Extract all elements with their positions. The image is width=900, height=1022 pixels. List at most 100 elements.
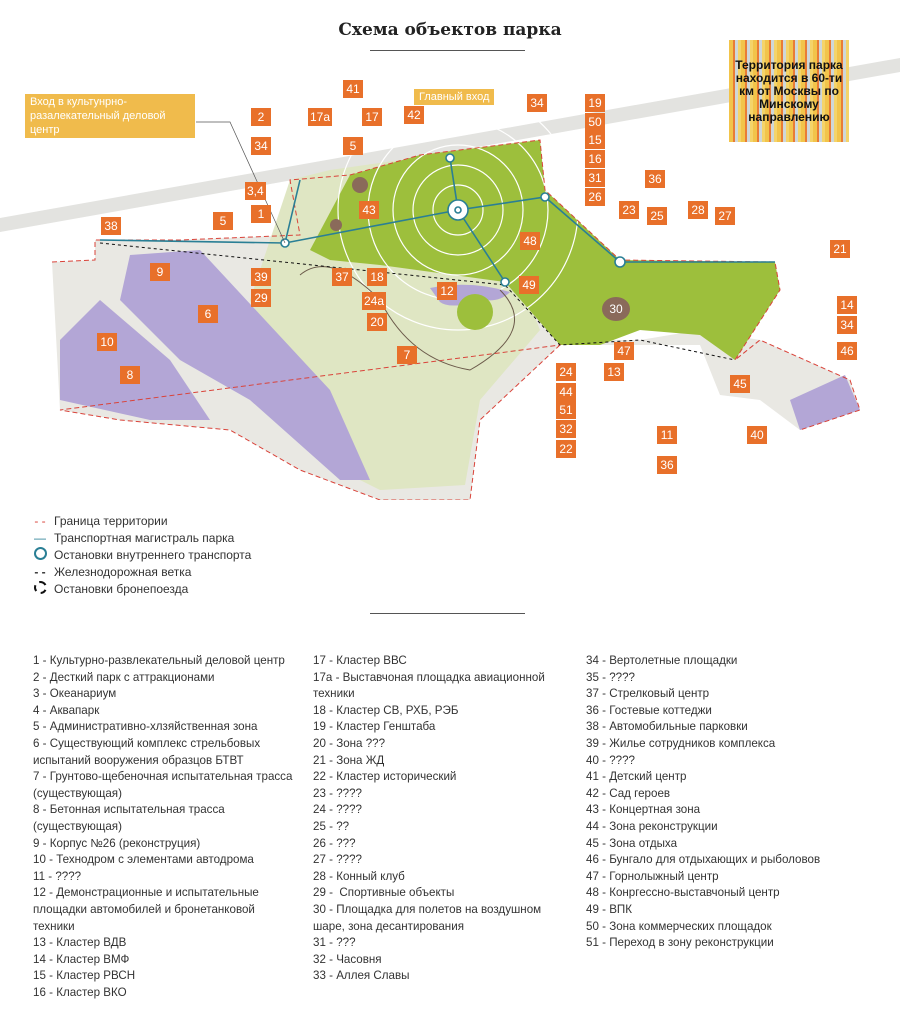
map-label: 32 (556, 420, 576, 438)
map-label: 1 (251, 205, 271, 223)
list-item: 39 - Жилье сотрудников комплекса (586, 736, 776, 750)
territory-boundary (51, 139, 861, 500)
list-item: 41 - Детский центр (586, 770, 687, 784)
list-item: 1 - Культурно-развлекательный деловой це… (33, 654, 285, 667)
map-label: 5 (343, 137, 363, 155)
blue-line-icon: — (34, 530, 46, 545)
map-label: 22 (556, 440, 576, 458)
map-legend: - -Граница территории —Транспортная маги… (32, 512, 251, 597)
map-label: 28 (688, 201, 708, 219)
list-item: 7 - Грунтово-щебеночная испытательная тр… (33, 770, 293, 800)
list-item: 25 - ?? (313, 819, 350, 833)
list-item: 44 - Зона реконструкции (586, 819, 718, 833)
list-item: 9 - Корпус №26 (реконструция) (33, 836, 201, 850)
legend-item: - -Железнодорожная ветка (32, 563, 251, 580)
map-label: 6 (198, 305, 218, 323)
callout-cultural (196, 121, 286, 244)
map-label: 17а (308, 108, 333, 126)
map-label: 48 (520, 232, 540, 250)
list-item: 36 - Гостевые коттеджи (586, 703, 712, 717)
stop-circle-icon (32, 546, 48, 563)
list-item: 15 - Кластер РВСН (33, 969, 136, 983)
map-label: 15 (585, 131, 605, 149)
list-item: 31 - ??? (313, 936, 356, 950)
objects-list-column-1: 1 - Культурно-развлекательный деловой це… (33, 653, 292, 1001)
list-item: 5 - Административно-хлзяйственная зона (33, 720, 258, 734)
map-label: 16 (585, 150, 605, 168)
page-title: Схема объектов парка (338, 20, 562, 40)
map-label: 31 (585, 169, 605, 187)
map-label: 8 (120, 366, 140, 384)
transport-line (99, 157, 775, 283)
map-label: 46 (837, 342, 857, 360)
list-item: 32 - Часовня (313, 952, 382, 966)
map-label: 50 (585, 113, 605, 131)
map-label: 45 (730, 375, 750, 393)
list-item: 30 - Площадка для полетов на воздушном ш… (313, 902, 542, 933)
list-item: 23 - ???? (313, 786, 362, 800)
map-label: 18 (367, 268, 387, 286)
map-label: 5 (213, 212, 233, 230)
map-label: 11 (657, 426, 677, 444)
list-item: 20 - Зона ??? (313, 736, 386, 750)
map-label: 24 (556, 363, 576, 381)
dashed-red-line-icon: - - (34, 513, 46, 528)
green-circle (457, 294, 493, 330)
map-label: 34 (837, 316, 857, 334)
list-item: 16 - Кластер ВКО (33, 985, 127, 999)
landmark-2 (352, 177, 368, 193)
list-item: 37 - Стрелковый центр (586, 687, 710, 701)
list-item: 4 - Аквапарк (33, 703, 100, 717)
list-item: 29 - Спортивные объекты (313, 886, 455, 900)
list-divider (370, 613, 525, 614)
list-item: 8 - Бетонная испытательная трасса (сущес… (33, 803, 225, 833)
title-divider (370, 50, 525, 51)
list-item: 51 - Переход в зону реконструкции (586, 936, 774, 950)
list-item: 12 - Демонстрационные и испытательные пл… (33, 886, 259, 933)
landmark-1 (330, 219, 342, 231)
map-label: 13 (604, 363, 624, 381)
list-item: 49 - ВПК (586, 902, 633, 916)
list-item: 24 - ???? (313, 803, 362, 817)
list-item: 22 - Кластер исторический (313, 770, 457, 784)
list-item: 38 - Автомобильные парковки (586, 720, 748, 734)
legend-item: Остановки бронепоезда (32, 580, 251, 597)
map-label: 47 (614, 342, 634, 360)
list-item: 42 - Сад героев (586, 786, 671, 800)
list-item: 11 - ???? (33, 869, 82, 883)
map-label: 2 (251, 108, 271, 126)
map-label: 27 (715, 207, 735, 225)
map-label: 14 (837, 296, 857, 314)
list-item: 3 - Океанариум (33, 687, 117, 701)
map-label: 29 (251, 289, 271, 307)
list-item: 13 - Кластер ВДВ (33, 936, 127, 950)
map-label: 17 (362, 108, 382, 126)
legend-item: —Транспортная магистраль парка (34, 530, 235, 545)
map-label: 44 (556, 383, 576, 401)
map-label: 24а (362, 292, 387, 310)
list-item: 17 - Кластер ВВС (313, 654, 407, 667)
list-item: 50 - Зона коммерческих площадок (586, 919, 772, 933)
map-label: 9 (150, 263, 170, 281)
list-item: 18 - Кластер СВ, РХБ, РЭБ (313, 703, 459, 717)
purple-zone-40 (790, 375, 860, 430)
list-item: 35 - ???? (586, 670, 635, 684)
list-item: 6 - Существующий комплекс стрельбовых ис… (33, 736, 261, 767)
map-label: 49 (519, 276, 539, 294)
map-label: 40 (747, 426, 767, 444)
list-item: 48 - Конргессно-выставчоный центр (586, 886, 780, 900)
list-item: 10 - Технодром с элементами автодрома (33, 853, 254, 867)
cultural-entrance-label: Вход в культунрно-разалекательный делово… (25, 94, 195, 138)
dashed-circle-icon (32, 580, 48, 597)
legend-item: Остановки внутреннего транспорта (32, 546, 251, 563)
map-label: 38 (101, 217, 121, 235)
map-label: 19 (585, 94, 605, 112)
map-label: 42 (404, 106, 424, 124)
map-label: 3,4 (245, 182, 266, 200)
list-item: 14 - Кластер ВМФ (33, 952, 130, 966)
map-label: 34 (251, 137, 271, 155)
list-item: 46 - Бунгало для отдыхающих и рыболовов (586, 853, 821, 867)
map-label: 36 (645, 170, 665, 188)
